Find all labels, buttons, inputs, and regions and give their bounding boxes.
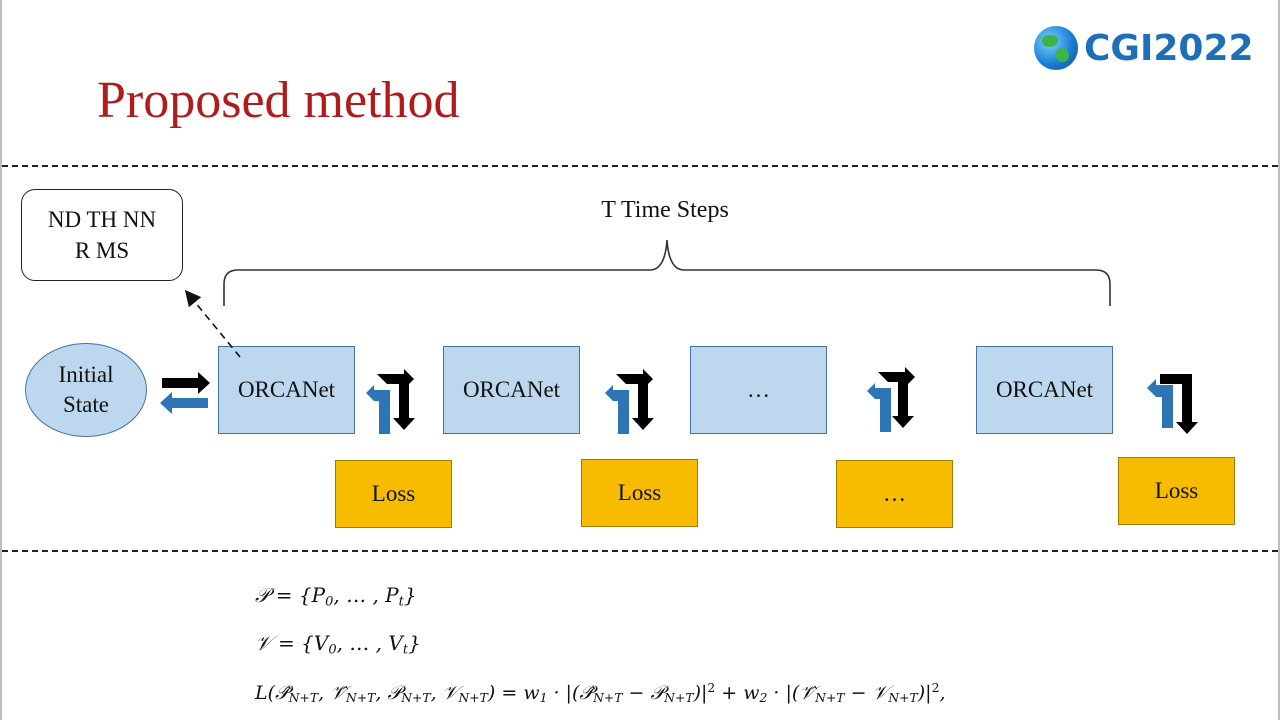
orcanet-box-ellipsis: … <box>690 346 827 434</box>
time-steps-label: T Time Steps <box>601 197 729 223</box>
slide-border-right <box>1278 0 1280 720</box>
loss-box-ellipsis: … <box>836 460 953 528</box>
slide-title: Proposed method <box>97 72 460 129</box>
metrics-line-1: ND TH NN <box>47 206 157 232</box>
globe-icon <box>1034 26 1078 70</box>
cgi-logo: CGI2022 <box>1034 26 1254 72</box>
initial-state-line-1: Initial <box>58 362 114 388</box>
slide-border-left <box>0 0 2 720</box>
orcanet-box-1: ORCANet <box>218 346 355 434</box>
initial-state-node: Initial State <box>25 343 147 437</box>
equation-loss: L(𝒫̂N+T, 𝒱̂N+T, 𝒫N+T, 𝒱N+T) = w1 · |(𝒫̂N… <box>255 681 946 705</box>
metrics-box: ND TH NN R MS <box>21 189 183 281</box>
diagram-panel <box>2 165 1278 552</box>
orcanet-box-2: ORCANet <box>443 346 580 434</box>
loss-box-1: Loss <box>335 460 452 528</box>
time-steps-brace <box>223 240 1111 306</box>
equation-velocities: 𝒱 = {V0, … , Vt} <box>255 631 421 658</box>
initial-state-line-2: State <box>63 392 109 417</box>
loss-box-2: Loss <box>581 459 698 527</box>
equation-positions: 𝒫 = {P0, … , Pt} <box>255 583 417 610</box>
loss-box-last: Loss <box>1118 457 1235 525</box>
logo-text: CGI2022 <box>1084 28 1254 69</box>
orcanet-box-last: ORCANet <box>976 346 1113 434</box>
metrics-line-2: R MS <box>74 238 130 263</box>
